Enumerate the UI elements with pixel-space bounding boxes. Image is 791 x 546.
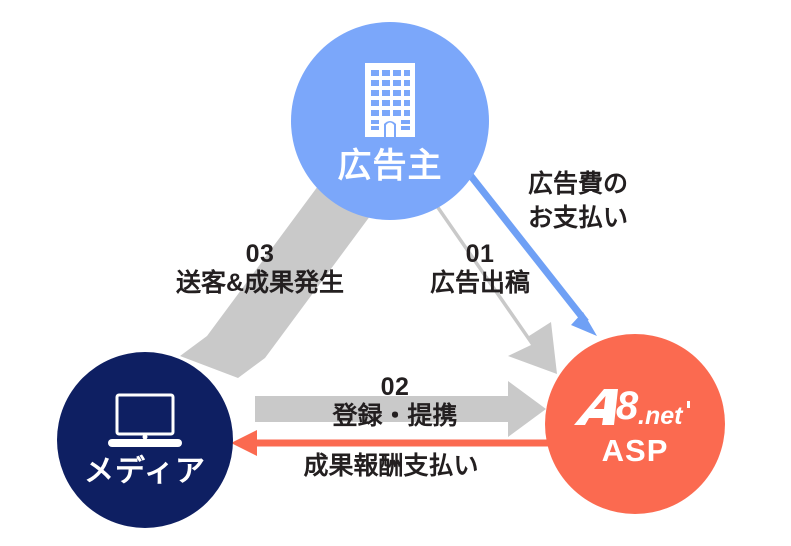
arrow-01-advertiser-to-asp (397, 186, 557, 374)
node-advertiser-label: 広告主 (337, 147, 443, 185)
flow-01-text: 広告出稿 (429, 268, 530, 297)
flow-02-number: 02 (380, 373, 410, 401)
node-advertiser[interactable]: 広告主 (291, 22, 489, 220)
flow-03-label: 03 送客&成果発生 (135, 240, 385, 298)
node-media-label: メディア (84, 455, 206, 488)
arrow-03-media-to-advertiser (180, 170, 394, 378)
flow-03-text: 送客&成果発生 (175, 268, 345, 297)
office-building-icon (365, 63, 415, 137)
flow-02-label: 02 登録・提携 (290, 373, 500, 431)
flow-01-label: 01 広告出稿 (400, 240, 560, 298)
flow-fee-text-line1: 広告費の (528, 170, 629, 198)
flow-reward-label: 成果報酬支払い (276, 452, 506, 481)
node-asp-label: ASP (601, 432, 669, 468)
a8-net-logo: 8 .net (574, 384, 690, 429)
arrow-02-media-to-asp (255, 381, 546, 437)
flow-fee-text-line2: お支払い (528, 203, 629, 232)
flow-fee-label: 広告費の お支払い (528, 168, 698, 236)
arrow-fee-advertiser-to-asp (449, 149, 597, 336)
flow-01-number: 01 (465, 240, 495, 268)
arrow-reward-asp-to-media (231, 430, 600, 456)
flow-02-text: 登録・提携 (332, 401, 458, 430)
node-media[interactable]: メディア (57, 352, 233, 528)
flow-03-number: 03 (245, 240, 275, 268)
svg-text:.net: .net (638, 402, 684, 429)
node-asp[interactable]: 8 .net ASP (545, 334, 725, 514)
svg-text:8: 8 (616, 384, 639, 428)
flow-reward-text: 成果報酬支払い (303, 452, 479, 480)
laptop-icon (108, 393, 182, 447)
